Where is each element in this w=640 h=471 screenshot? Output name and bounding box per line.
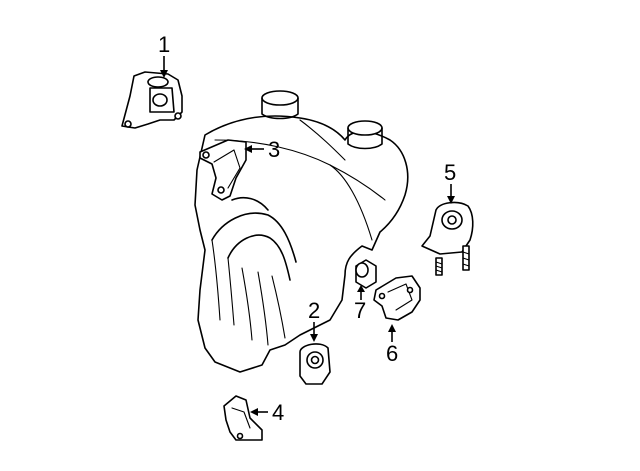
oil-filler-cap [261,90,299,106]
callout-number-5: 5 [444,160,456,185]
part-7-bushing [355,259,377,289]
filler-cap-right [347,120,383,136]
callout-number-1: 1 [158,32,170,57]
engine-block [194,90,409,373]
callout-5: 5 [444,160,456,204]
callout-number-7: 7 [354,298,366,323]
callout-4: 4 [250,400,284,425]
part-5-mount [421,201,474,276]
callout-3: 3 [244,137,280,162]
callout-1: 1 [158,32,170,78]
callout-2: 2 [308,298,320,342]
callout-6: 6 [386,324,398,366]
callout-number-2: 2 [308,298,320,323]
part-2-mount [299,343,331,385]
part-1-mount [121,71,183,129]
part-4-bracket [223,395,263,441]
callout-7: 7 [354,285,366,323]
callout-number-4: 4 [272,400,284,425]
part-3-bracket [199,139,247,201]
callout-number-3: 3 [268,137,280,162]
part-6-bracket [373,275,421,321]
callout-number-6: 6 [386,341,398,366]
